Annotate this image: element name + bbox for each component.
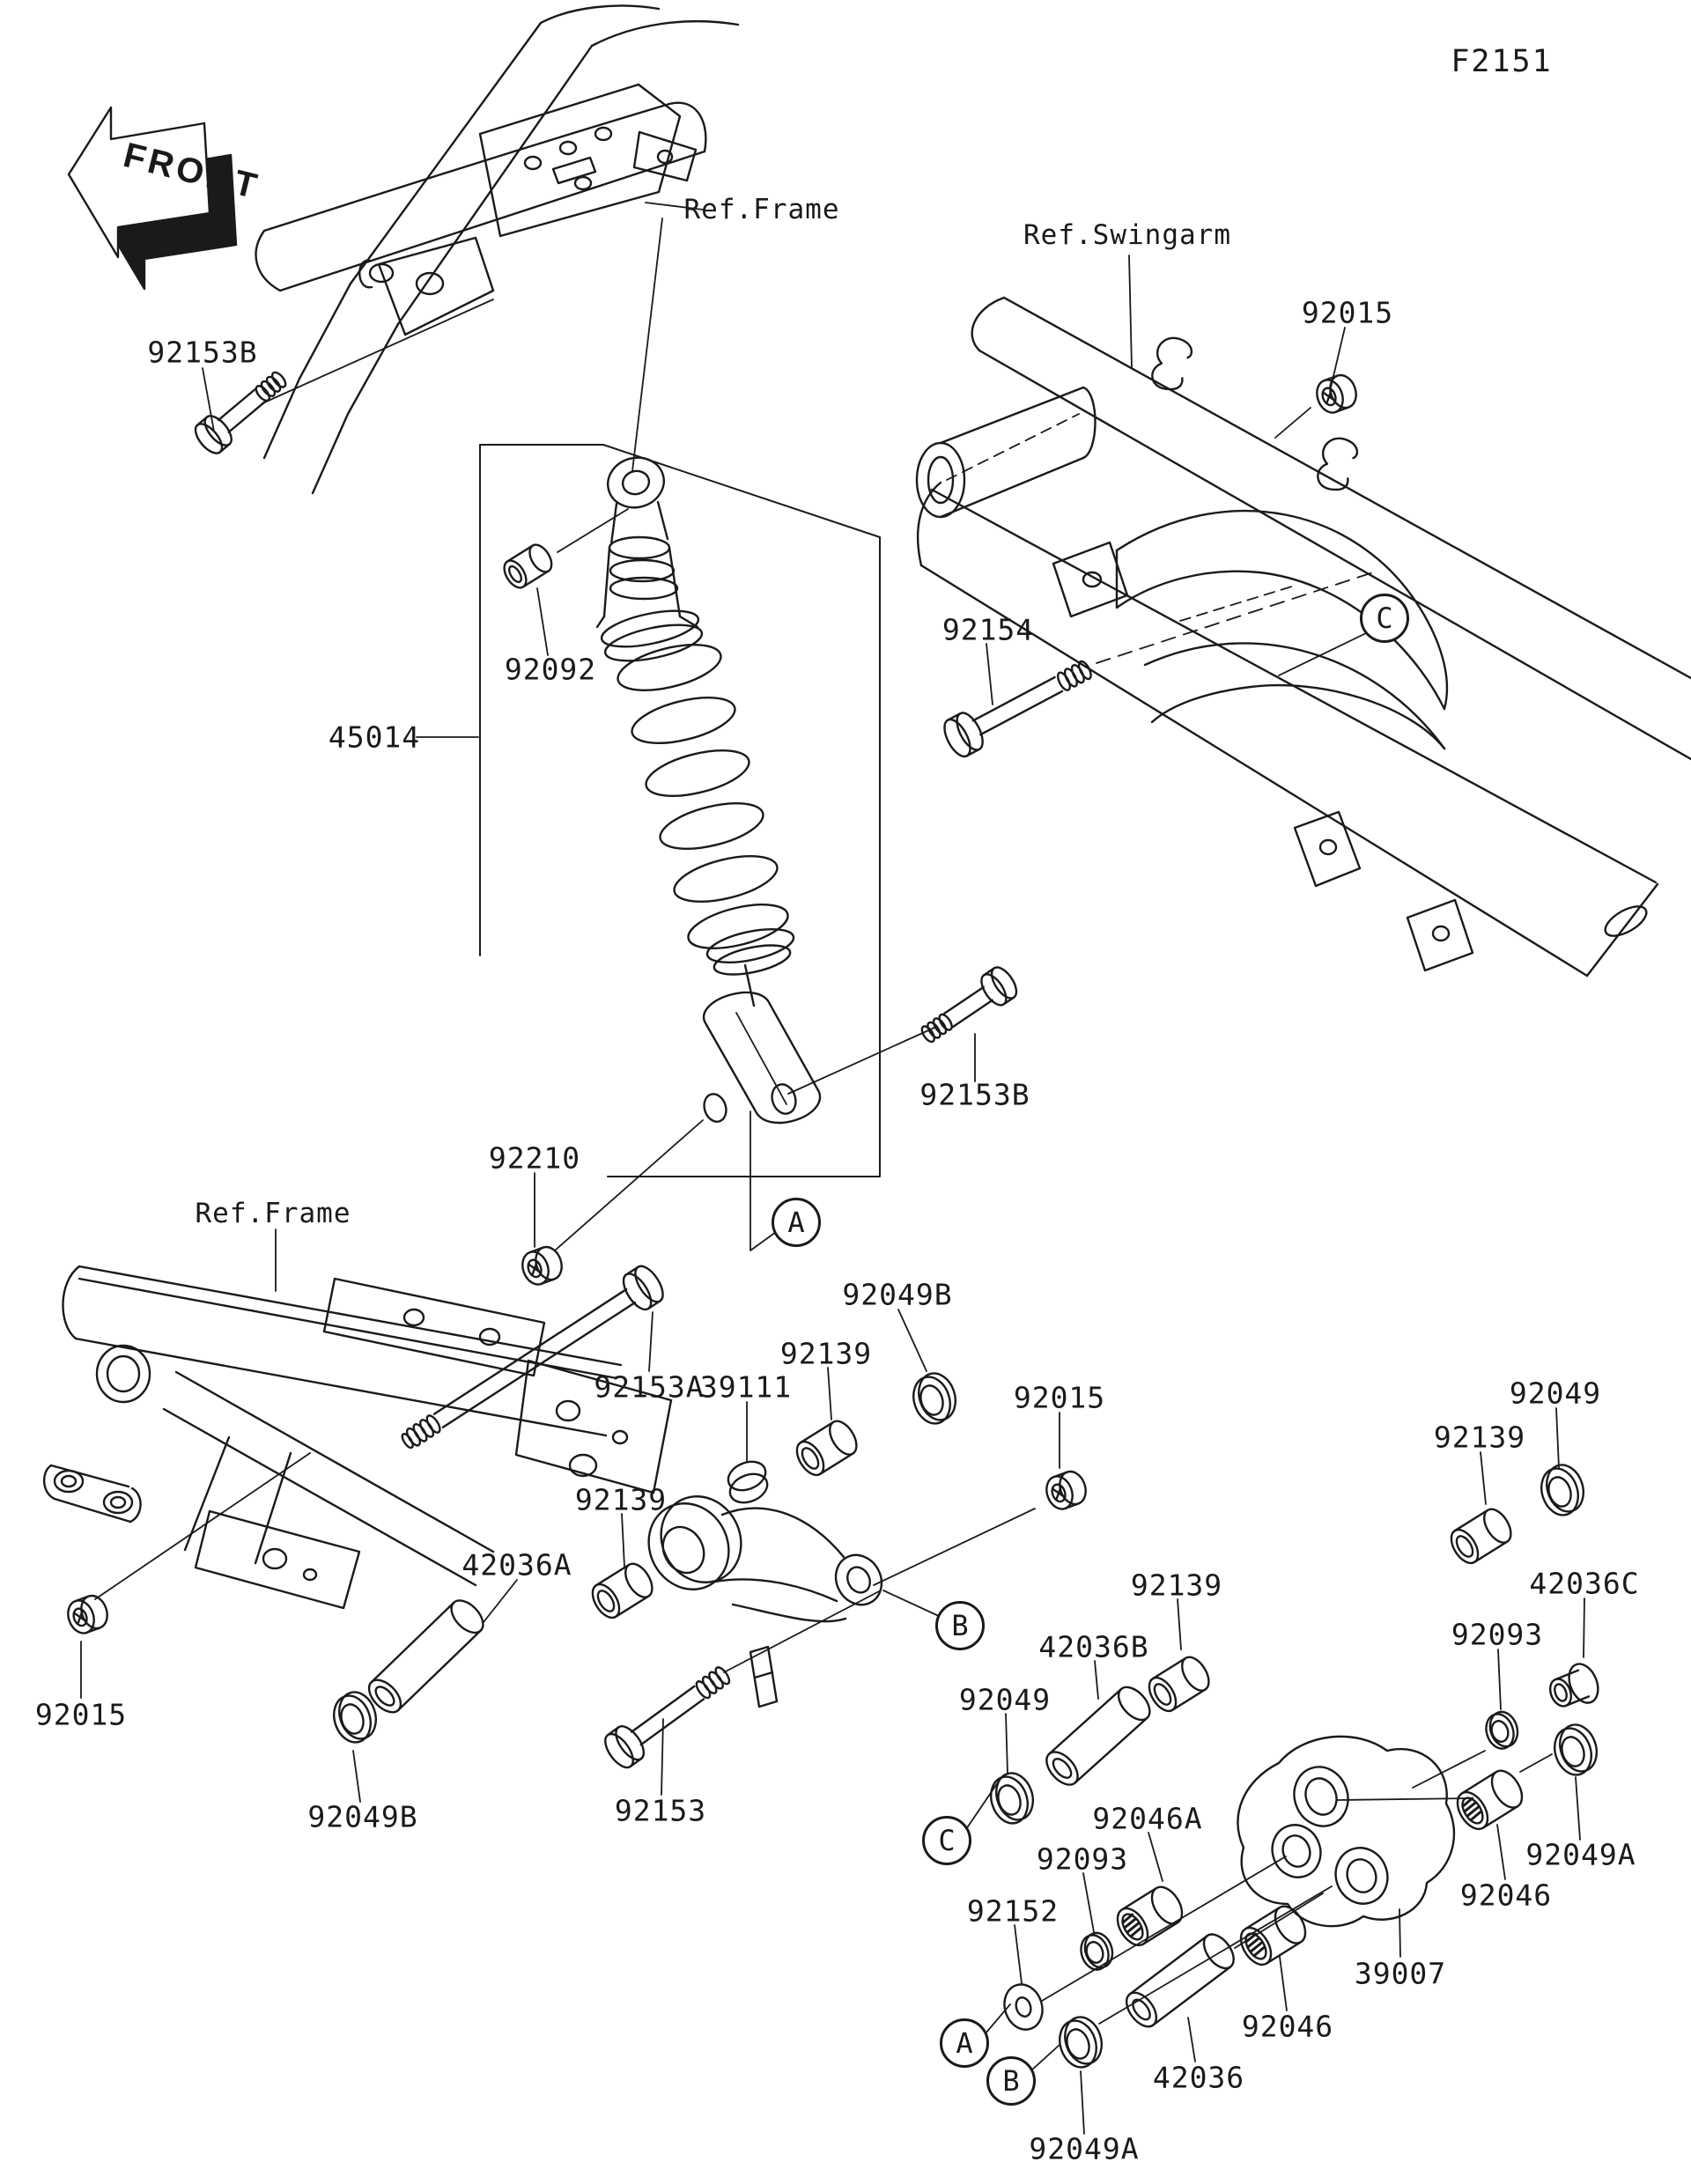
part-label-92139-30: 92139 [1433,1420,1526,1455]
part-label-92152-22: 92152 [966,1893,1060,1929]
part-label-39007-26: 39007 [1354,1956,1447,1991]
part-label-92153B-0: 92153B [147,335,258,370]
part-label-92049-29: 92049 [1509,1376,1602,1411]
part-label-92139-12: 92139 [574,1482,668,1517]
part-label-92153A-7: 92153A [594,1369,705,1405]
part-label-92049B-15: 92049B [307,1799,418,1834]
ref-label-0: Ref.Frame [683,194,840,225]
part-label-92015-11: 92015 [1013,1380,1106,1415]
detail-marker-C-3: C [922,1816,971,1865]
part-label-92210-6: 92210 [488,1140,581,1176]
part-label-92049B-10: 92049B [842,1277,953,1312]
rocker-39007-drawing [1237,1735,1456,1928]
detail-marker-A-4: A [940,2018,989,2068]
frame-top-drawing [255,4,740,495]
part-label-92153-16: 92153 [614,1793,707,1828]
swingarm-drawing [915,296,1691,978]
frame-lower-drawing [43,1265,673,1610]
part-label-42036A-13: 42036A [462,1547,572,1583]
part-label-92015-1: 92015 [1301,295,1394,330]
part-label-45014-3: 45014 [328,719,421,755]
part-label-92049A-23: 92049A [1029,2131,1140,2166]
part-label-42036-24: 42036 [1152,2060,1245,2095]
detail-marker-C-2: C [1360,594,1409,643]
part-label-92139-19: 92139 [1130,1568,1223,1603]
leader-lines [80,202,1585,2135]
ref-label-2: Ref.Frame [195,1198,351,1229]
part-label-92093-21: 92093 [1036,1841,1129,1877]
shock-absorber-drawing [595,456,822,1125]
part-label-39111-8: 39111 [699,1369,793,1405]
part-label-42036C-31: 42036C [1529,1566,1640,1601]
front-arrow [67,106,238,291]
part-label-92049A-28: 92049A [1525,1837,1636,1872]
part-label-92046-25: 92046 [1241,2009,1334,2044]
detail-marker-B-5: B [986,2056,1036,2106]
bracket-45014 [479,444,881,1177]
part-label-42036B-18: 42036B [1038,1629,1149,1664]
part-label-92154-4: 92154 [941,612,1035,647]
part-label-92046A-20: 92046A [1092,1801,1203,1836]
detail-marker-B-1: B [935,1601,985,1650]
ref-label-1: Ref.Swingarm [1023,219,1231,251]
detail-marker-A-0: A [772,1198,821,1247]
linkage-39111-drawing [647,1460,883,1708]
part-label-92015-14: 92015 [34,1697,128,1732]
page-code: F2151 [1451,44,1553,79]
part-label-92092-2: 92092 [504,652,597,687]
part-label-92093-32: 92093 [1451,1617,1544,1652]
part-label-92049-17: 92049 [958,1682,1052,1717]
part-label-92046-27: 92046 [1459,1878,1553,1913]
part-label-92139-9: 92139 [779,1336,873,1371]
part-label-92153B-5: 92153B [919,1077,1030,1112]
